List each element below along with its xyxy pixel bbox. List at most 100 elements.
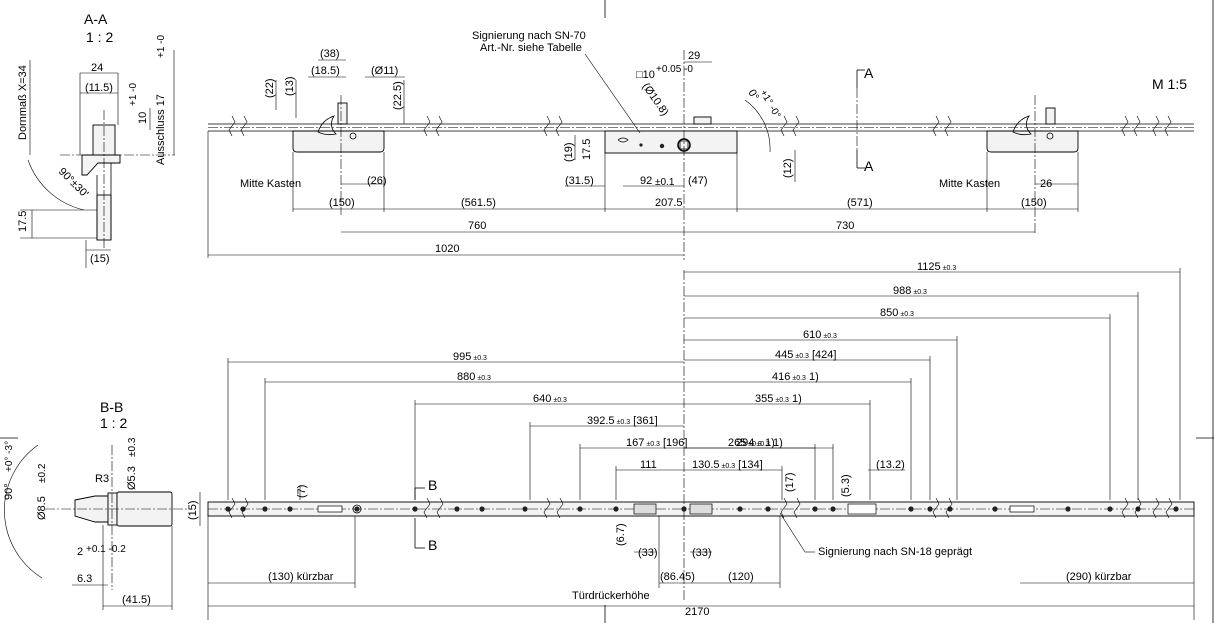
- cut-b-top: B: [428, 477, 437, 493]
- dim-value: 265: [728, 437, 746, 449]
- bar-hole: [522, 506, 528, 512]
- bar-hole: [287, 506, 293, 512]
- dim-extra: [424]: [809, 349, 837, 361]
- bar-hole: [681, 506, 687, 512]
- dim-value: 880: [457, 371, 475, 383]
- bar-hole: [830, 506, 836, 512]
- dim-extra: 1): [770, 437, 783, 449]
- dim-extra: 1): [762, 437, 775, 449]
- dim-right-9: 130.5±0.3 [134]: [692, 459, 763, 471]
- dim-left-1: 880±0.3: [457, 371, 491, 383]
- aa-dim-24: 24: [91, 62, 103, 74]
- aa-dornmass: Dornmaß X=34: [17, 65, 29, 140]
- dim-47: (47): [688, 175, 708, 187]
- dim-tol: ±0.3: [748, 441, 762, 448]
- dim-120: (120): [728, 571, 754, 583]
- note-mitte-kasten-left: Mitte Kasten: [240, 178, 301, 190]
- dim-38: (38): [320, 48, 340, 60]
- bb-d8-5: Ø8.5: [36, 496, 48, 520]
- dim-2170: 2170: [685, 606, 709, 618]
- note-kuerzbar-right: (290) kürzbar: [1066, 571, 1132, 583]
- section-aa: A-A 1 : 2 24 (11.5) 10 +1 -0 Ausschluss …: [17, 11, 175, 268]
- dim-19: (19): [563, 142, 575, 162]
- dim-value: 355: [755, 393, 773, 405]
- bar-hole: [1107, 506, 1113, 512]
- dim-tol: ±0.3: [553, 397, 567, 404]
- bb-angle: 90°: [3, 483, 15, 500]
- dim-tol: ±0.3: [756, 441, 770, 448]
- aa-dim-17-5: 17.5: [17, 211, 29, 232]
- dim-31-5: (31.5): [565, 175, 594, 187]
- note-sig18: Signierung nach SN-18 geprägt: [818, 546, 972, 558]
- bar-hole: [812, 506, 818, 512]
- section-bb-title: B-B: [100, 399, 123, 415]
- dim-value: 995: [453, 351, 471, 363]
- bar-hole: [927, 506, 933, 512]
- dim-value: 294: [736, 437, 754, 449]
- dim-13-2: (13.2): [876, 459, 905, 471]
- dim-d10-8: (Ø10.8): [640, 81, 671, 118]
- dim-right-0: 1125±0.3: [917, 261, 956, 273]
- dim-value: 988: [893, 285, 911, 297]
- break-mark: [556, 497, 564, 519]
- dim-right-8: 265±0.3 1): [728, 437, 775, 449]
- dim-6-7: (6.7): [615, 523, 627, 546]
- bar-hole: [992, 506, 998, 512]
- bar-hole: [908, 506, 914, 512]
- dim-33-right: (33): [692, 547, 712, 559]
- dim-26: (26): [367, 175, 387, 187]
- bb-d2: 2: [77, 546, 83, 558]
- aa-dim-10: 10: [137, 112, 149, 124]
- dim-22-5: (22.5): [392, 81, 404, 110]
- dim-extra: 1): [789, 393, 802, 405]
- dim-tol: ±0.3: [477, 375, 491, 382]
- bb-d2-tol: +0.1 -0.2: [86, 544, 126, 555]
- dim-angle-0: 0°: [745, 88, 761, 103]
- dim-tol: ±0.3: [617, 419, 631, 426]
- dim-tol: ±0.3: [795, 353, 809, 360]
- bar-hole: [947, 506, 953, 512]
- dim-tol: ±0.3: [943, 265, 957, 272]
- dim-tol: ±0.3: [792, 375, 806, 382]
- bar-hole: [1173, 506, 1179, 512]
- break-mark: [1121, 497, 1129, 519]
- dim-22: (22): [264, 78, 276, 98]
- dim-1020: 1020: [435, 243, 459, 255]
- cut-a-bottom: A: [864, 158, 874, 174]
- dim-extra: 1): [806, 371, 819, 383]
- break-mark: [543, 497, 551, 519]
- bb-d41-5: (41.5): [122, 594, 151, 606]
- bar-hole: [737, 506, 743, 512]
- bar-ring: [352, 504, 362, 514]
- bar-hole: [412, 506, 418, 512]
- dim-92: 92: [640, 175, 652, 187]
- dim-tol: ±0.3: [473, 355, 487, 362]
- aa-ausschluss: Ausschluss 17: [155, 94, 167, 165]
- bb-d5-3: Ø5.3: [126, 466, 138, 490]
- dim-value: 111: [640, 459, 657, 471]
- note-tuerdrueckerhoehe: Türdrückerhöhe: [572, 590, 650, 602]
- dim-left-4: 167±0.3 [196]: [626, 437, 687, 449]
- dim-tol: ±0.3: [646, 441, 660, 448]
- break-mark: [932, 497, 940, 519]
- bb-r3: R3: [95, 473, 109, 485]
- dim-value: 392.5: [587, 415, 615, 427]
- cut-a-top: A: [864, 65, 874, 81]
- dim-value: 640: [533, 393, 551, 405]
- bar-hole: [1135, 506, 1141, 512]
- dim-tol: ±0.3: [775, 397, 789, 404]
- break-mark: [1134, 497, 1142, 519]
- dim-18-5: (18.5): [311, 65, 340, 77]
- bar-hole: [454, 506, 460, 512]
- dim-value: 445: [775, 349, 793, 361]
- aa-dim-10-tol: +1 -0: [128, 82, 139, 106]
- note-sig70-line2: Art.-Nr. siehe Tabelle: [480, 42, 582, 54]
- break-mark: [1152, 497, 1160, 519]
- dim-sq10-tol: +0.05 -0: [656, 64, 693, 75]
- break-mark: [793, 497, 801, 519]
- bar-hole: [262, 506, 268, 512]
- dim-17: (17): [784, 472, 796, 492]
- dim-12: (12): [782, 158, 794, 178]
- dim-13: (13): [284, 76, 296, 96]
